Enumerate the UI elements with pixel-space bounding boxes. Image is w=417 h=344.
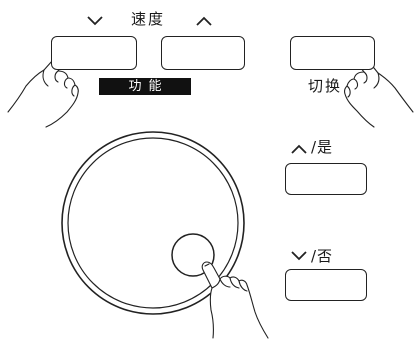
hand-pointing-dial-illustration xyxy=(201,261,269,339)
down-no-button[interactable] xyxy=(285,269,367,301)
hand-pointing-speed-down-illustration xyxy=(7,47,79,128)
no-chevron-icon xyxy=(291,251,307,261)
speed-down-chevron-icon xyxy=(87,16,103,26)
speed-up-chevron-icon xyxy=(196,16,212,26)
function-badge: 功能 xyxy=(99,78,191,95)
no-label: /否 xyxy=(311,247,334,265)
speed-up-button[interactable] xyxy=(161,36,245,70)
switch-label: 切换 xyxy=(308,77,343,95)
yes-label: /是 xyxy=(311,138,334,156)
yes-chevron-icon xyxy=(291,144,307,154)
speed-down-button[interactable] xyxy=(51,36,137,70)
speed-label: 速度 xyxy=(131,10,166,28)
up-yes-button[interactable] xyxy=(285,163,367,195)
hand-pointing-switch-illustration xyxy=(344,49,414,128)
switch-button[interactable] xyxy=(290,36,375,70)
